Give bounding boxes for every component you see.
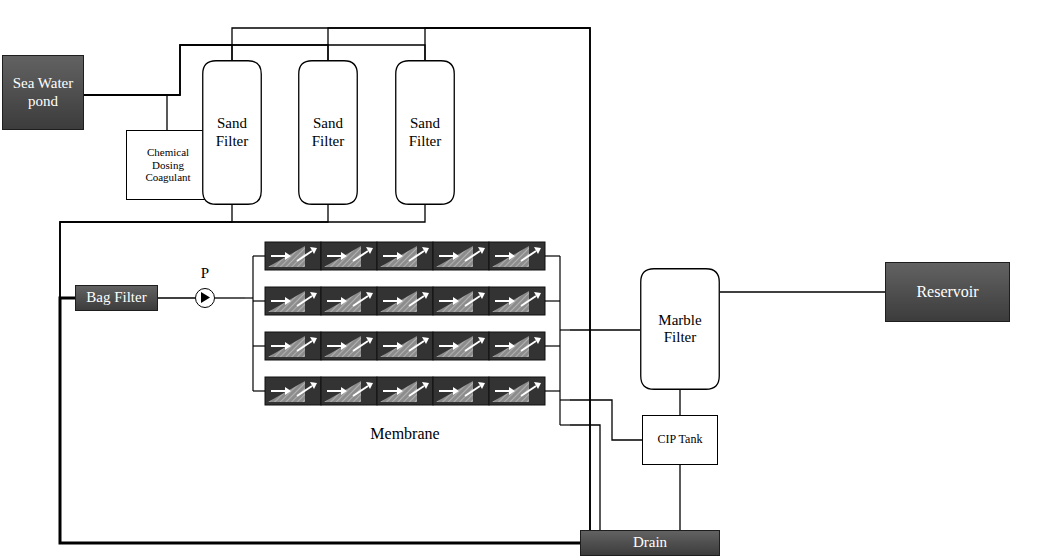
drain-box: Drain: [580, 530, 720, 556]
membrane-row: [265, 377, 545, 405]
sand-filter: Sand Filter: [395, 60, 455, 205]
node-label: P: [201, 265, 209, 282]
node-label: Chemical Dosing Coagulant: [130, 146, 206, 184]
node-label: Reservoir: [916, 283, 978, 301]
node-label: Sand Filter: [398, 115, 452, 150]
pond-tank: Sea Water pond: [2, 55, 84, 130]
membrane-row: [265, 332, 545, 360]
node-label: Bag Filter: [86, 289, 146, 306]
sand-filter: Sand Filter: [202, 60, 262, 205]
sand-filter: Sand Filter: [298, 60, 358, 205]
membrane-row: [265, 242, 545, 270]
membrane-row: [265, 287, 545, 315]
membrane-array: Membrane: [245, 238, 570, 443]
marble-filter: Marble Filter: [640, 268, 720, 390]
node-label: Drain: [633, 534, 667, 551]
pipe-line: [158, 297, 195, 298]
node-label: Marble Filter: [643, 312, 717, 347]
pipe-line: [232, 28, 590, 530]
dosing-box: Chemical Dosing Coagulant: [126, 130, 210, 200]
cip-tank: CIP Tank: [642, 415, 718, 465]
manifold-pipe: [245, 256, 570, 425]
pipe-line: [215, 297, 245, 298]
node-label: Sand Filter: [301, 115, 355, 150]
pipe-line: [84, 95, 167, 130]
reservoir-tank: Reservoir: [885, 262, 1010, 322]
pump-glyph: [196, 289, 213, 306]
pipe-line: [328, 28, 590, 530]
pipe-line: [570, 329, 640, 330]
pipe-line: [570, 425, 600, 530]
pump-symbol: P: [195, 288, 215, 308]
node-label: CIP Tank: [658, 433, 703, 447]
pipe-line: [60, 298, 580, 543]
pipe-line: [720, 291, 885, 292]
bag-filter: Bag Filter: [75, 285, 158, 311]
node-label: Sand Filter: [205, 115, 259, 150]
pipe-line: [679, 465, 680, 530]
node-label: Sea Water pond: [6, 75, 80, 110]
node-label: Membrane: [265, 425, 545, 443]
pipe-line: [570, 400, 642, 440]
pipe-line: [679, 390, 680, 415]
